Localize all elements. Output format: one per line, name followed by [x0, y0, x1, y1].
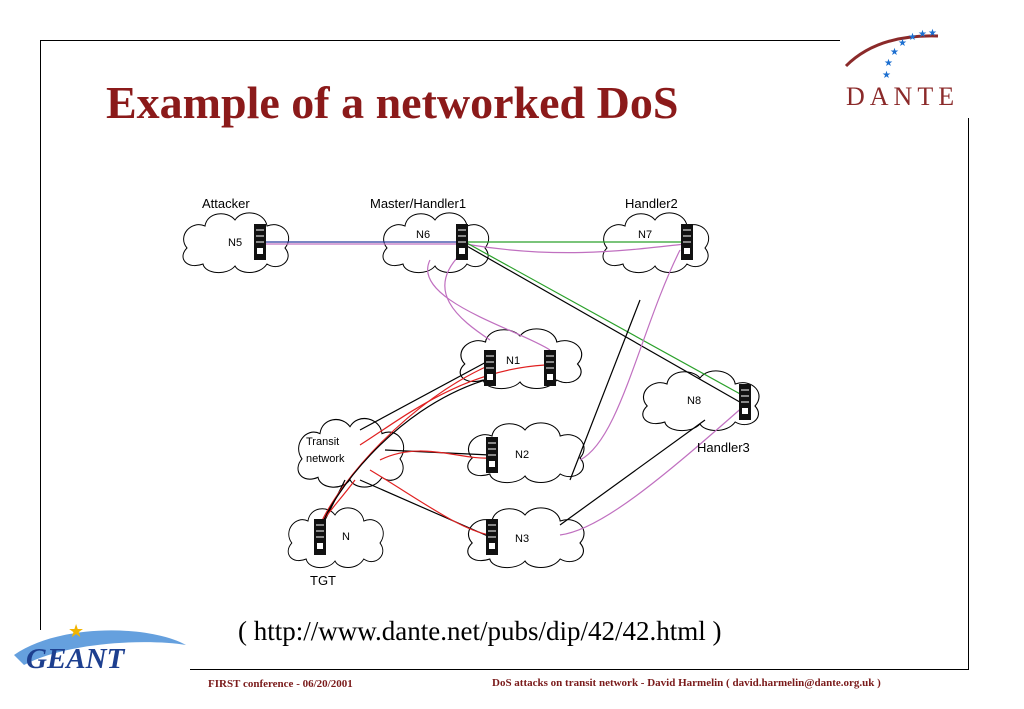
dante-wordmark: DANTE	[846, 82, 960, 111]
link-n6-n1b-pink	[427, 259, 551, 351]
footer-conference: FIRST conference - 06/20/2001	[208, 678, 353, 690]
label-n: N	[342, 531, 350, 543]
label-n8: N8	[687, 395, 701, 407]
link-n1-tgt-red	[319, 364, 491, 526]
geant-wordmark: GEANT	[26, 643, 125, 675]
server-n1a-icon	[483, 349, 497, 387]
svg-text:★: ★	[884, 58, 893, 69]
svg-text:★: ★	[882, 70, 891, 81]
cloud-n1	[459, 328, 583, 390]
label-n2: N2	[515, 449, 529, 461]
server-n7-icon	[680, 223, 694, 261]
server-n1b-icon	[543, 349, 557, 387]
server-n3-icon	[485, 518, 499, 556]
frame-bottom-line	[190, 669, 969, 670]
geant-logo: ★ GEANT	[0, 615, 200, 675]
label-n1: N1	[506, 355, 520, 367]
svg-text:★: ★	[908, 32, 917, 43]
footer-talk-info: DoS attacks on transit network - David H…	[492, 677, 881, 689]
label-n5: N5	[228, 237, 242, 249]
geant-swoosh-icon: ★	[14, 621, 186, 665]
link-n1-transit	[359, 359, 491, 431]
link-n7-n2-pink	[579, 249, 681, 461]
svg-text:★: ★	[928, 28, 937, 39]
cloud-tgt	[287, 507, 384, 569]
svg-text:★: ★	[898, 38, 907, 49]
svg-text:★: ★	[68, 621, 84, 642]
server-tgt-icon	[313, 518, 327, 556]
link-transit-n2-red	[379, 450, 491, 461]
label-transit-1: Transit	[306, 436, 339, 448]
cloud-master	[382, 212, 490, 274]
label-n7: N7	[638, 229, 652, 241]
link-n8-n3-black	[559, 419, 706, 526]
link-n6-n1-pink	[444, 249, 491, 341]
label-master: Master/Handler1	[370, 196, 466, 211]
dante-stars-icon: ★ ★ ★ ★ ★ ★ ★	[844, 28, 939, 81]
frame-left-line	[40, 40, 41, 630]
link-n6-n8-green	[464, 241, 743, 396]
link-n8-n3-pink	[559, 404, 746, 536]
label-n3: N3	[515, 533, 529, 545]
label-handler2: Handler2	[625, 196, 678, 211]
server-n2-icon	[485, 436, 499, 474]
label-attacker: Attacker	[202, 196, 250, 211]
label-n6: N6	[416, 229, 430, 241]
dante-logo: ★ ★ ★ ★ ★ ★ ★ DANTE	[838, 24, 988, 114]
link-n1-transit-red	[359, 364, 546, 446]
svg-text:★: ★	[890, 47, 899, 58]
reference-url: ( http://www.dante.net/pubs/dip/42/42.ht…	[238, 616, 722, 646]
link-n6-n7-pink	[464, 243, 686, 254]
link-n7-n2-black	[569, 299, 641, 481]
slide-title: Example of a networked DoS	[106, 77, 679, 128]
server-n5-icon	[253, 223, 267, 261]
link-transit-n3-red	[369, 469, 491, 536]
label-handler3: Handler3	[697, 440, 750, 455]
frame-right-line	[968, 118, 969, 670]
server-n6-icon	[455, 223, 469, 261]
link-n6-n8-black	[464, 244, 746, 406]
label-tgt: TGT	[310, 573, 336, 588]
svg-text:★: ★	[918, 29, 927, 40]
server-n8-icon	[738, 383, 752, 421]
label-transit-2: network	[306, 453, 345, 465]
network-diagram: Attacker Master/Handler1 Handler2 Handle…	[182, 196, 760, 588]
frame-top-line	[40, 40, 840, 41]
link-n1-tgt-black	[321, 379, 486, 526]
